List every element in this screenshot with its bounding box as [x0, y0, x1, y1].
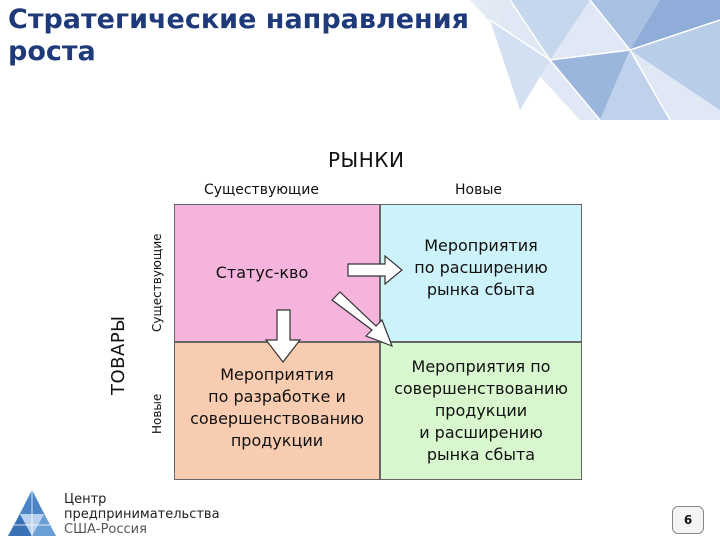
logo-icon [8, 490, 56, 536]
cell-text: по расширению [414, 258, 548, 277]
org-line: предпринимательства [64, 507, 220, 522]
cell-market-expansion: Мероприятия по расширению рынка сбыта [380, 204, 582, 342]
cell-text: Мероприятия [220, 365, 334, 384]
page-title: Стратегические направления роста [8, 4, 488, 68]
cell-text: Мероприятия [424, 236, 538, 255]
cell-text: Мероприятия по [411, 357, 551, 376]
row-header-new: Новые [150, 393, 164, 434]
org-line: Центр [64, 492, 107, 507]
cell-text: продукции [230, 431, 324, 450]
cell-text: и расширению [419, 423, 543, 442]
cell-text: рынка сбыта [426, 280, 536, 299]
org-line: США-Россия [64, 522, 147, 537]
cell-text: Статус-кво [215, 263, 309, 282]
column-header-existing: Существующие [204, 182, 319, 198]
cell-diversification: Мероприятия по совершенствованию продукц… [380, 342, 582, 480]
cell-product-development: Мероприятия по разработке и совершенство… [174, 342, 380, 480]
column-header-new: Новые [455, 182, 503, 198]
markets-axis-heading: РЫНКИ [328, 148, 405, 172]
title-line: роста [8, 36, 96, 67]
page-number: 6 [672, 506, 704, 534]
cell-text: по разработке и [208, 387, 346, 406]
decorative-banner [330, 0, 720, 120]
organization-name: Центр предпринимательства США-Россия [64, 492, 220, 537]
products-axis-heading: ТОВАРЫ [108, 315, 129, 395]
cell-text: совершенствованию [394, 379, 568, 398]
row-header-existing: Существующие [150, 233, 164, 332]
cell-text: рынка сбыта [426, 445, 536, 464]
cell-text: совершенствованию [190, 409, 364, 428]
cell-status-quo: Статус-кво [174, 204, 380, 342]
title-line: Стратегические направления [8, 4, 469, 35]
cell-text: продукции [434, 401, 528, 420]
